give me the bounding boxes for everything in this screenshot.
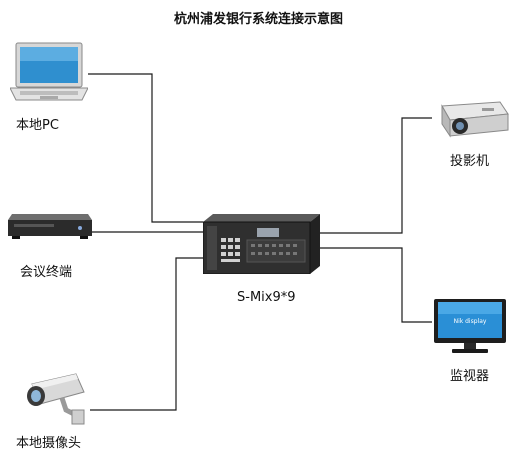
label-matrix-switcher: S-Mix9*9 xyxy=(237,290,296,305)
matrix-switcher-icon xyxy=(203,214,320,274)
line-pc-to-matrix xyxy=(88,73,203,223)
conference-terminal-icon xyxy=(8,214,92,239)
label-local-camera: 本地摄像头 xyxy=(16,436,82,451)
diagram-title: 杭州浦发银行系统连接示意图 xyxy=(173,12,343,27)
line-camera-to-matrix xyxy=(90,257,203,411)
label-monitor: 监视器 xyxy=(450,369,490,384)
line-matrix-to-projector xyxy=(320,117,432,234)
label-local-pc: 本地PC xyxy=(16,118,59,133)
projector-icon xyxy=(441,101,509,138)
laptop-icon xyxy=(10,42,88,101)
camera-icon xyxy=(27,373,85,425)
monitor-icon: Nik display xyxy=(434,299,506,353)
label-projector: 投影机 xyxy=(450,154,490,169)
label-conference-terminal: 会议终端 xyxy=(20,265,73,280)
monitor-screen-text: Nik display xyxy=(454,318,487,325)
line-matrix-to-monitor xyxy=(320,247,432,323)
